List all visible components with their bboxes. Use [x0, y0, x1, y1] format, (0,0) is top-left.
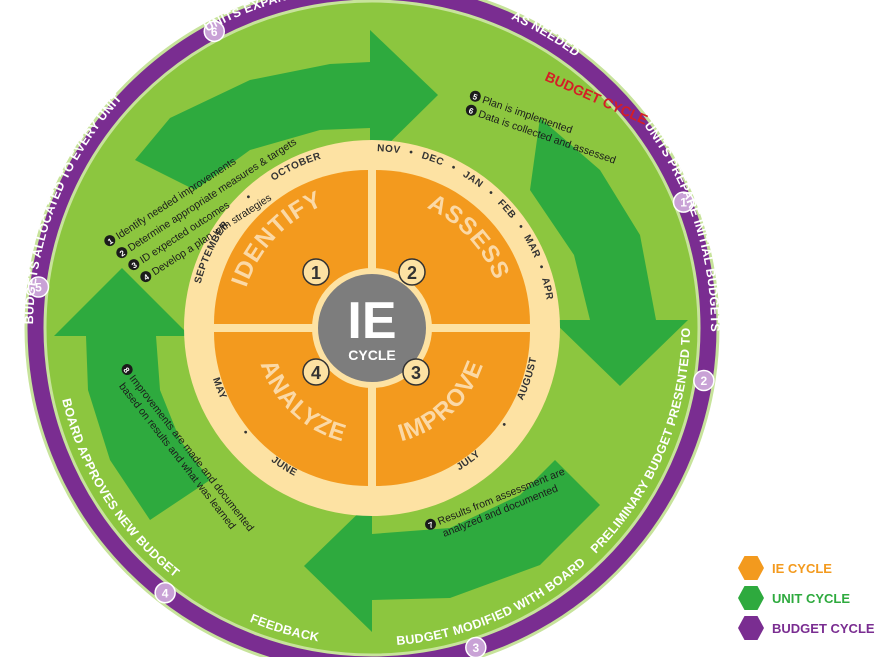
hexagon-icon: [738, 586, 764, 610]
note-7-badge: [425, 518, 437, 530]
quadrant-number-1: 1: [311, 263, 321, 283]
budget-step-number-4: 4: [162, 586, 169, 600]
month-improve-1: •: [499, 420, 510, 430]
center-subtitle: CYCLE: [348, 347, 395, 363]
note-8-number: 8: [121, 366, 131, 375]
month-assess-10: APR: [539, 276, 555, 301]
month-analyze-1: •: [240, 428, 251, 438]
budget-step-badge-4: [154, 582, 176, 604]
green-arrow-bottom: [304, 460, 600, 632]
legend-item-2: BUDGET CYCLE: [738, 616, 878, 640]
note-5-number: 5: [471, 92, 479, 102]
month-assess-9: •: [535, 264, 547, 272]
note-5-badge: [469, 90, 481, 102]
quadrant-number-2: 2: [407, 263, 417, 283]
note-4-badge: [140, 271, 152, 283]
note-1-number: 1: [106, 236, 115, 246]
month-assess-7: •: [515, 222, 526, 232]
month-assess-0: NOV: [377, 143, 401, 156]
center-title: IE: [347, 292, 396, 350]
legend-item-1: UNIT CYCLE: [738, 586, 878, 610]
quadrant-number-4: 4: [311, 363, 321, 383]
unit-cycle-arrows: [54, 30, 688, 632]
note-6-number: 6: [467, 106, 475, 116]
month-assess-3: •: [449, 162, 458, 174]
budget-step-number-5: 5: [35, 281, 42, 295]
note-3-badge: [128, 259, 140, 271]
legend-item-0: IE CYCLE: [738, 556, 878, 580]
green-arrow-right: [530, 118, 688, 386]
budget-step-badge-1: [672, 191, 695, 213]
month-assess-1: •: [408, 147, 414, 159]
note-1-badge: [104, 235, 116, 247]
note-6-badge: [465, 104, 477, 116]
green-arrow-left: [54, 268, 210, 520]
legend-label: BUDGET CYCLE: [772, 620, 875, 636]
note-3-number: 3: [130, 260, 139, 270]
green-arrow-top: [135, 30, 438, 190]
budget-step-number-1: 1: [680, 196, 687, 210]
legend-label: UNIT CYCLE: [772, 590, 850, 606]
budget-step-badge-2: [693, 369, 715, 392]
note-7-number: 7: [427, 520, 435, 530]
hexagon-icon: [738, 556, 764, 580]
budget-step-number-6: 6: [211, 25, 218, 39]
note-2-badge: [116, 247, 128, 259]
note-8-badge: [121, 364, 133, 376]
note-2-number: 2: [118, 248, 127, 258]
hexagon-icon: [738, 616, 764, 640]
month-identify-1: •: [244, 192, 254, 203]
month-assess-5: •: [486, 188, 496, 199]
budget-step-badge-6: [203, 20, 226, 43]
center-circle: [318, 274, 426, 382]
budget-step-number-2: 2: [701, 374, 708, 388]
budget-step-number-3: 3: [472, 641, 479, 655]
legend-label: IE CYCLE: [772, 560, 832, 576]
budget-step-badge-5: [27, 276, 50, 298]
budget-ring-edge: [24, 0, 720, 662]
legend: IE CYCLE UNIT CYCLE BUDGET CYCLE: [738, 556, 878, 646]
note-4-number: 4: [142, 272, 151, 282]
quadrant-numbers: 1 2 3 4: [302, 258, 430, 386]
budget-ring-inner-edge: [43, 0, 701, 657]
quadrant-identify: [214, 170, 368, 324]
quadrant-number-3: 3: [411, 363, 421, 383]
